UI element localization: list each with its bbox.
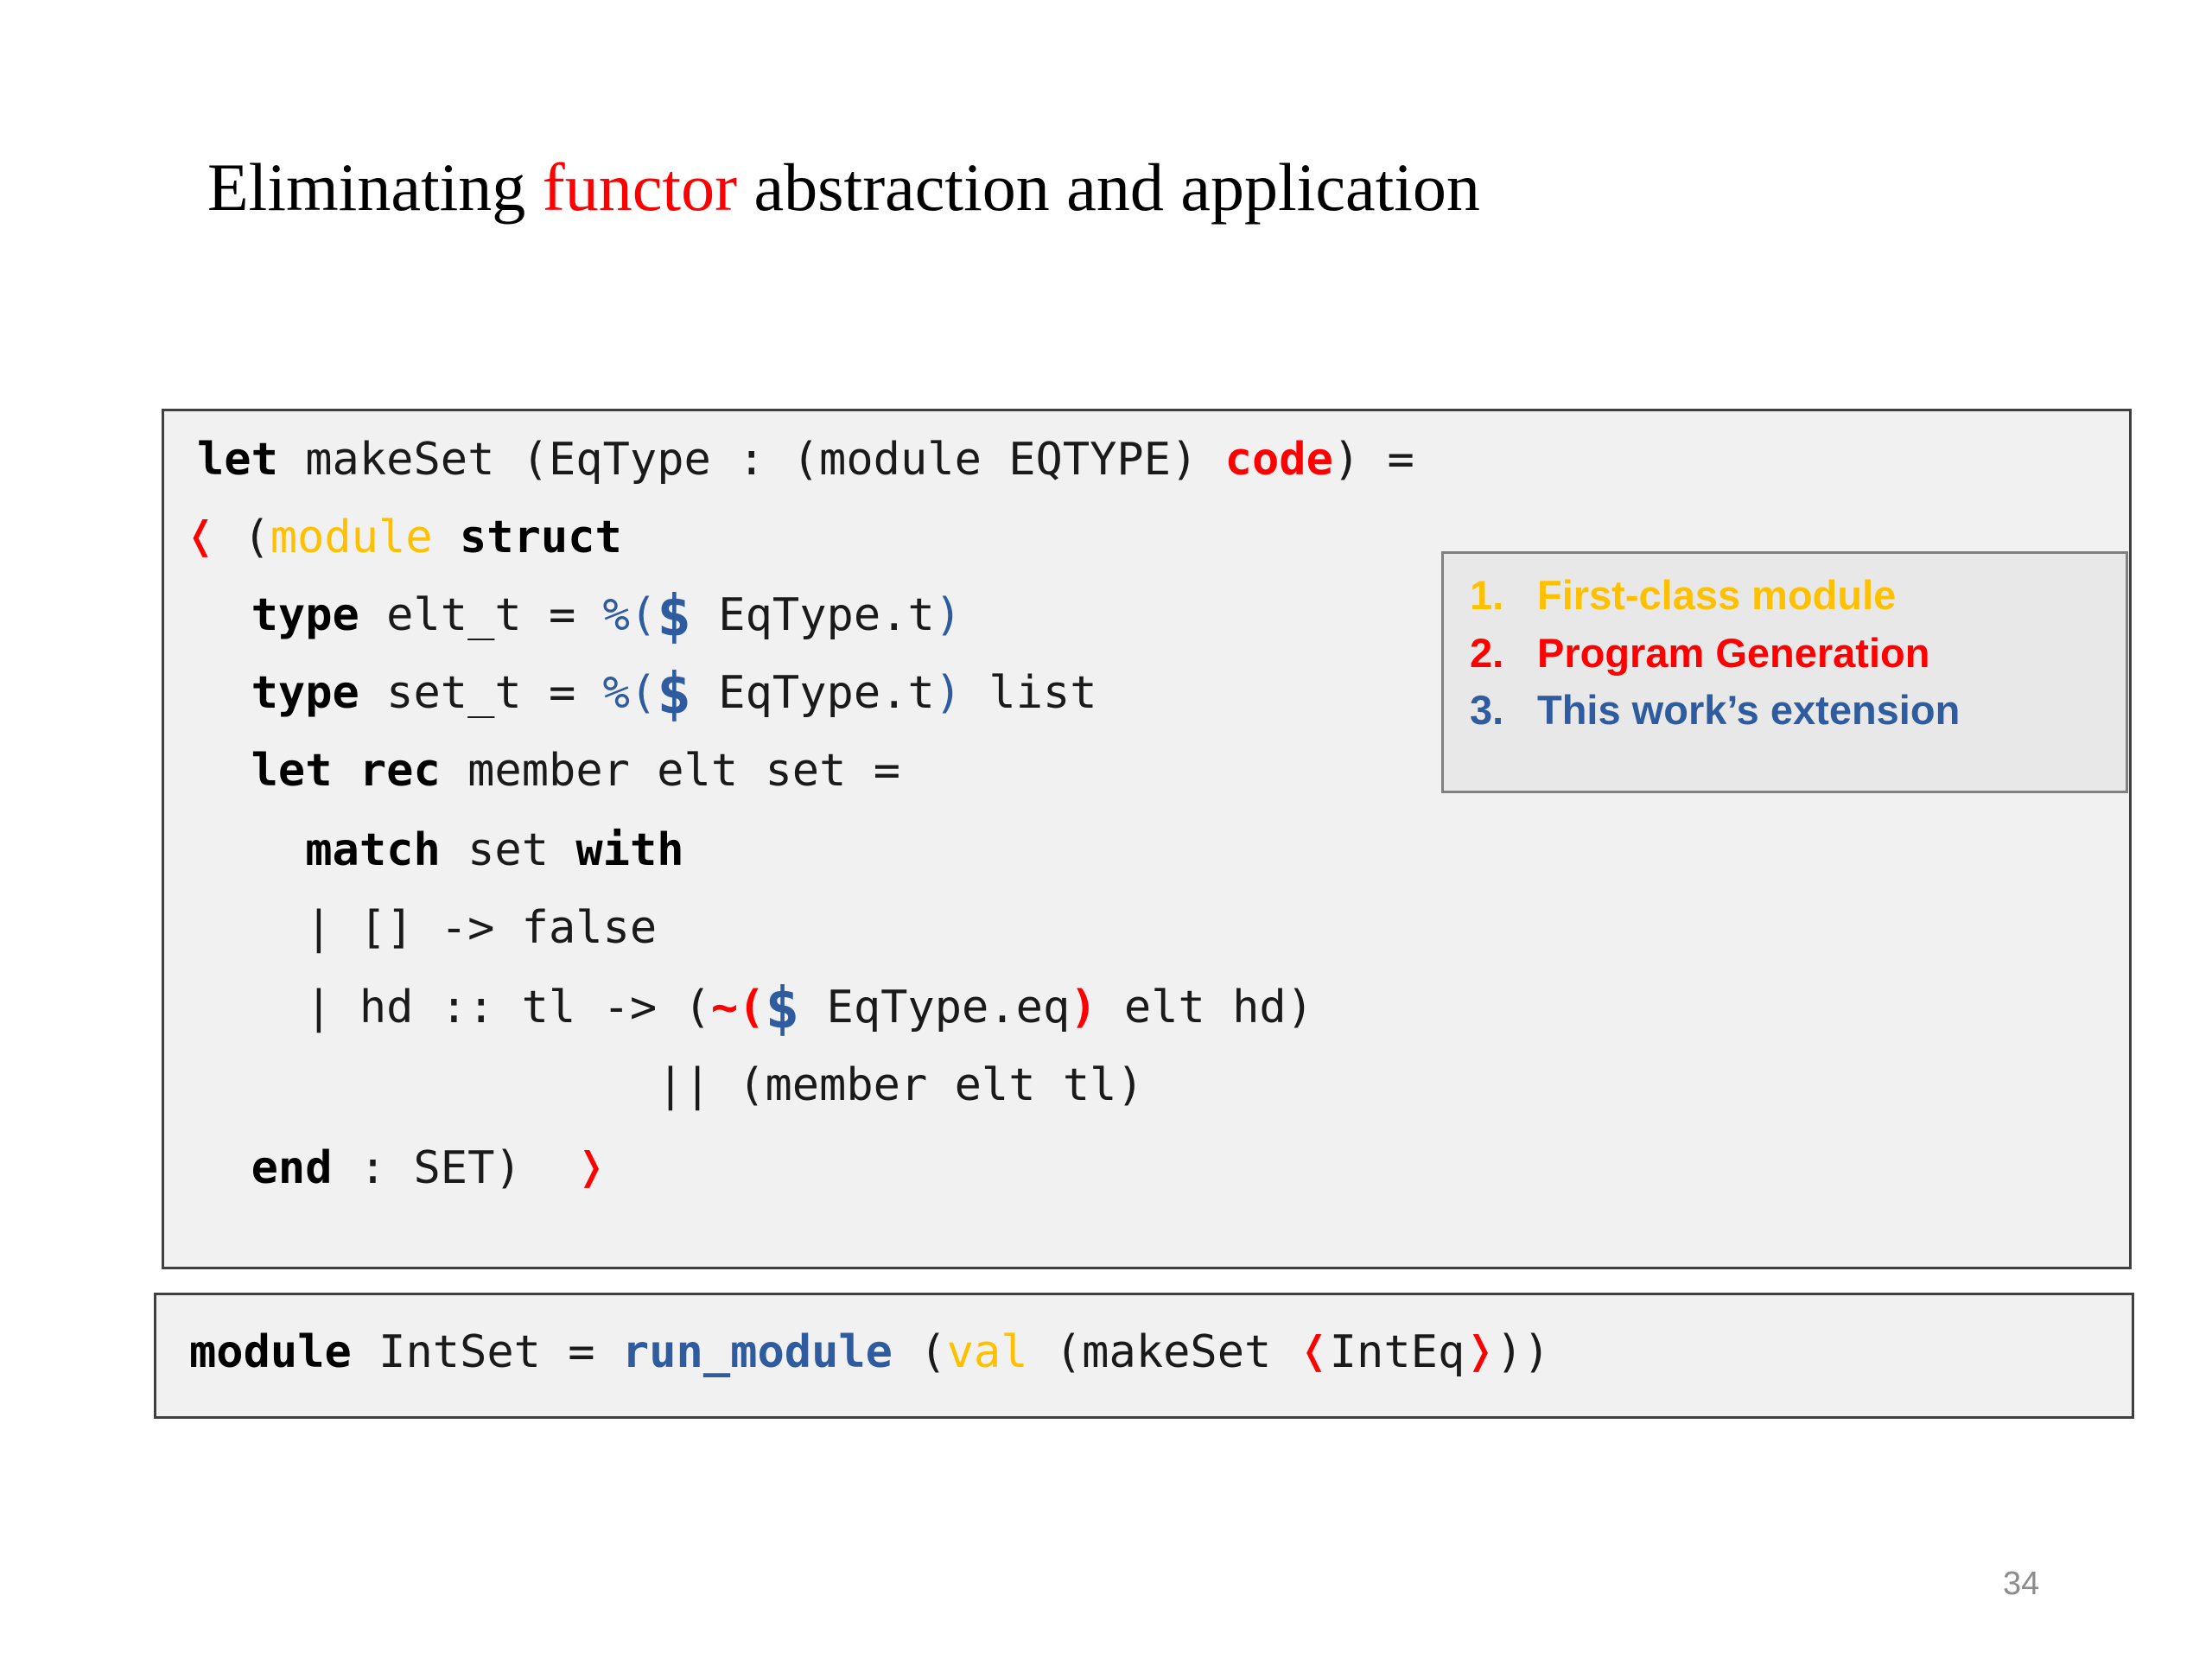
bottom-code-text-3: (makeSet xyxy=(1027,1326,1299,1378)
keyword-module: module xyxy=(270,512,433,563)
code-line-9: || (member elt tl) xyxy=(197,1059,2162,1111)
close-angle-bracket-icon: ❭ xyxy=(1465,1321,1497,1382)
code-line-6-indent xyxy=(197,824,305,876)
code-line-3-indent xyxy=(197,589,251,641)
code-line-3-text-2: EqType.t xyxy=(691,589,935,641)
code-line-2-text-2 xyxy=(433,512,460,563)
open-quote-bracket-icon: ❬ xyxy=(185,506,217,567)
code-line-10-text-1: : SET) xyxy=(332,1142,576,1194)
code-line-3-text-1: elt_t = xyxy=(359,589,603,641)
page-number: 34 xyxy=(2003,1566,2040,1602)
code-line-4-text-2: EqType.t xyxy=(691,667,935,719)
legend-number: 1. xyxy=(1470,572,1504,618)
legend-item-first-class-module: 1. First-class module xyxy=(1470,572,2126,619)
legend-item-this-works-extension: 3. This work’s extension xyxy=(1470,688,2126,734)
percent-open-bracket: %( xyxy=(602,589,658,641)
keyword-module: module xyxy=(189,1326,352,1378)
code-line-3: type elt_t = %($ EqType.t) xyxy=(197,588,2162,645)
keyword-let: let xyxy=(251,745,333,797)
open-angle-bracket-icon: ❬ xyxy=(1298,1321,1330,1382)
bottom-code-text-1: IntSet = xyxy=(351,1326,622,1378)
code-line-4-text-1: set_t = xyxy=(359,667,603,719)
code-line-4-text-3: list xyxy=(962,667,1097,719)
keyword-let: let xyxy=(197,434,278,486)
code-line-5: let rec member elt set = xyxy=(197,745,2162,797)
code-line-10: end : SET) ❭ xyxy=(197,1141,2162,1194)
code-line-2-text-1: ( xyxy=(216,512,270,563)
code-line-8-text-3: elt hd) xyxy=(1096,982,1314,1033)
code-line-6: match set with xyxy=(197,824,2162,876)
code-line-5-indent xyxy=(197,745,251,797)
keyword-struct: struct xyxy=(459,512,622,563)
code-line-9-text: || (member elt tl) xyxy=(197,1059,1144,1111)
legend-label: Program Generation xyxy=(1537,629,1930,676)
legend-label: This work’s extension xyxy=(1537,687,1961,734)
legend-label: First-class module xyxy=(1537,572,1897,618)
code-line-7: | [] -> false xyxy=(197,902,2162,954)
dollar-splice-icon: $ xyxy=(765,975,800,1041)
close-paren-blue: ) xyxy=(934,589,963,641)
code-line-6-text-1: set xyxy=(440,824,576,876)
keyword-with: with xyxy=(575,824,684,876)
bottom-code-text-4: IntEq xyxy=(1329,1326,1465,1378)
code-line-5-text-1 xyxy=(333,745,359,797)
legend-box: 1. First-class module 2. Program Generat… xyxy=(1441,551,2128,793)
keyword-type: type xyxy=(251,589,359,641)
code-line-10-indent xyxy=(197,1142,251,1194)
bottom-code-block: module IntSet = run_module (val (makeSet… xyxy=(154,1293,2134,1419)
code-line-1: let makeSet (EqType : (module EQTYPE) co… xyxy=(197,434,2162,486)
page-title: Eliminating functor abstraction and appl… xyxy=(207,154,1480,221)
keyword-code: code xyxy=(1224,434,1333,486)
bottom-code-line: module IntSet = run_module (val (makeSet… xyxy=(189,1325,2164,1378)
code-line-4: type set_t = %($ EqType.t) list xyxy=(197,665,2162,722)
code-line-1-text-1: makeSet (EqType : (module EQTYPE) xyxy=(277,434,1225,486)
code-line-8: | hd :: tl -> (~($ EqType.eq) elt hd) xyxy=(197,980,2162,1037)
title-highlight-functor: functor xyxy=(542,149,738,225)
percent-open-bracket: %( xyxy=(602,667,658,719)
main-code-block: let makeSet (EqType : (module EQTYPE) co… xyxy=(162,409,2132,1269)
code-line-4-indent xyxy=(197,667,251,719)
code-line-7-text: | [] -> false xyxy=(197,902,658,954)
close-paren-blue: ) xyxy=(934,667,963,719)
legend-number: 3. xyxy=(1470,687,1504,734)
keyword-type: type xyxy=(251,667,359,719)
bottom-code-text-2: ( xyxy=(893,1326,947,1378)
code-line-8-text-2: EqType.eq xyxy=(799,982,1071,1033)
code-line-2: ❬ (module struct xyxy=(185,511,2150,563)
title-text-after: abstraction and application xyxy=(737,149,1480,225)
dollar-splice-icon: $ xyxy=(657,582,691,649)
dollar-splice-icon: $ xyxy=(657,660,691,727)
keyword-end: end xyxy=(251,1142,333,1194)
close-paren-red: ) xyxy=(1070,982,1097,1033)
title-text-before: Eliminating xyxy=(207,149,543,225)
tilde-open-bracket: ~( xyxy=(710,982,766,1033)
keyword-val: val xyxy=(946,1326,1028,1378)
code-line-5-text-2: member elt set = xyxy=(440,745,900,797)
keyword-match: match xyxy=(305,824,441,876)
bottom-code-text-5: )) xyxy=(1496,1326,1551,1378)
code-line-1-text-2: ) = xyxy=(1332,434,1414,486)
code-line-8-text-1: | hd :: tl -> ( xyxy=(197,982,711,1033)
close-quote-bracket-icon: ❭ xyxy=(575,1137,607,1198)
legend-item-program-generation: 2. Program Generation xyxy=(1470,629,2126,677)
legend-number: 2. xyxy=(1470,629,1504,676)
function-run-module: run_module xyxy=(621,1326,893,1378)
keyword-rec: rec xyxy=(359,745,441,797)
